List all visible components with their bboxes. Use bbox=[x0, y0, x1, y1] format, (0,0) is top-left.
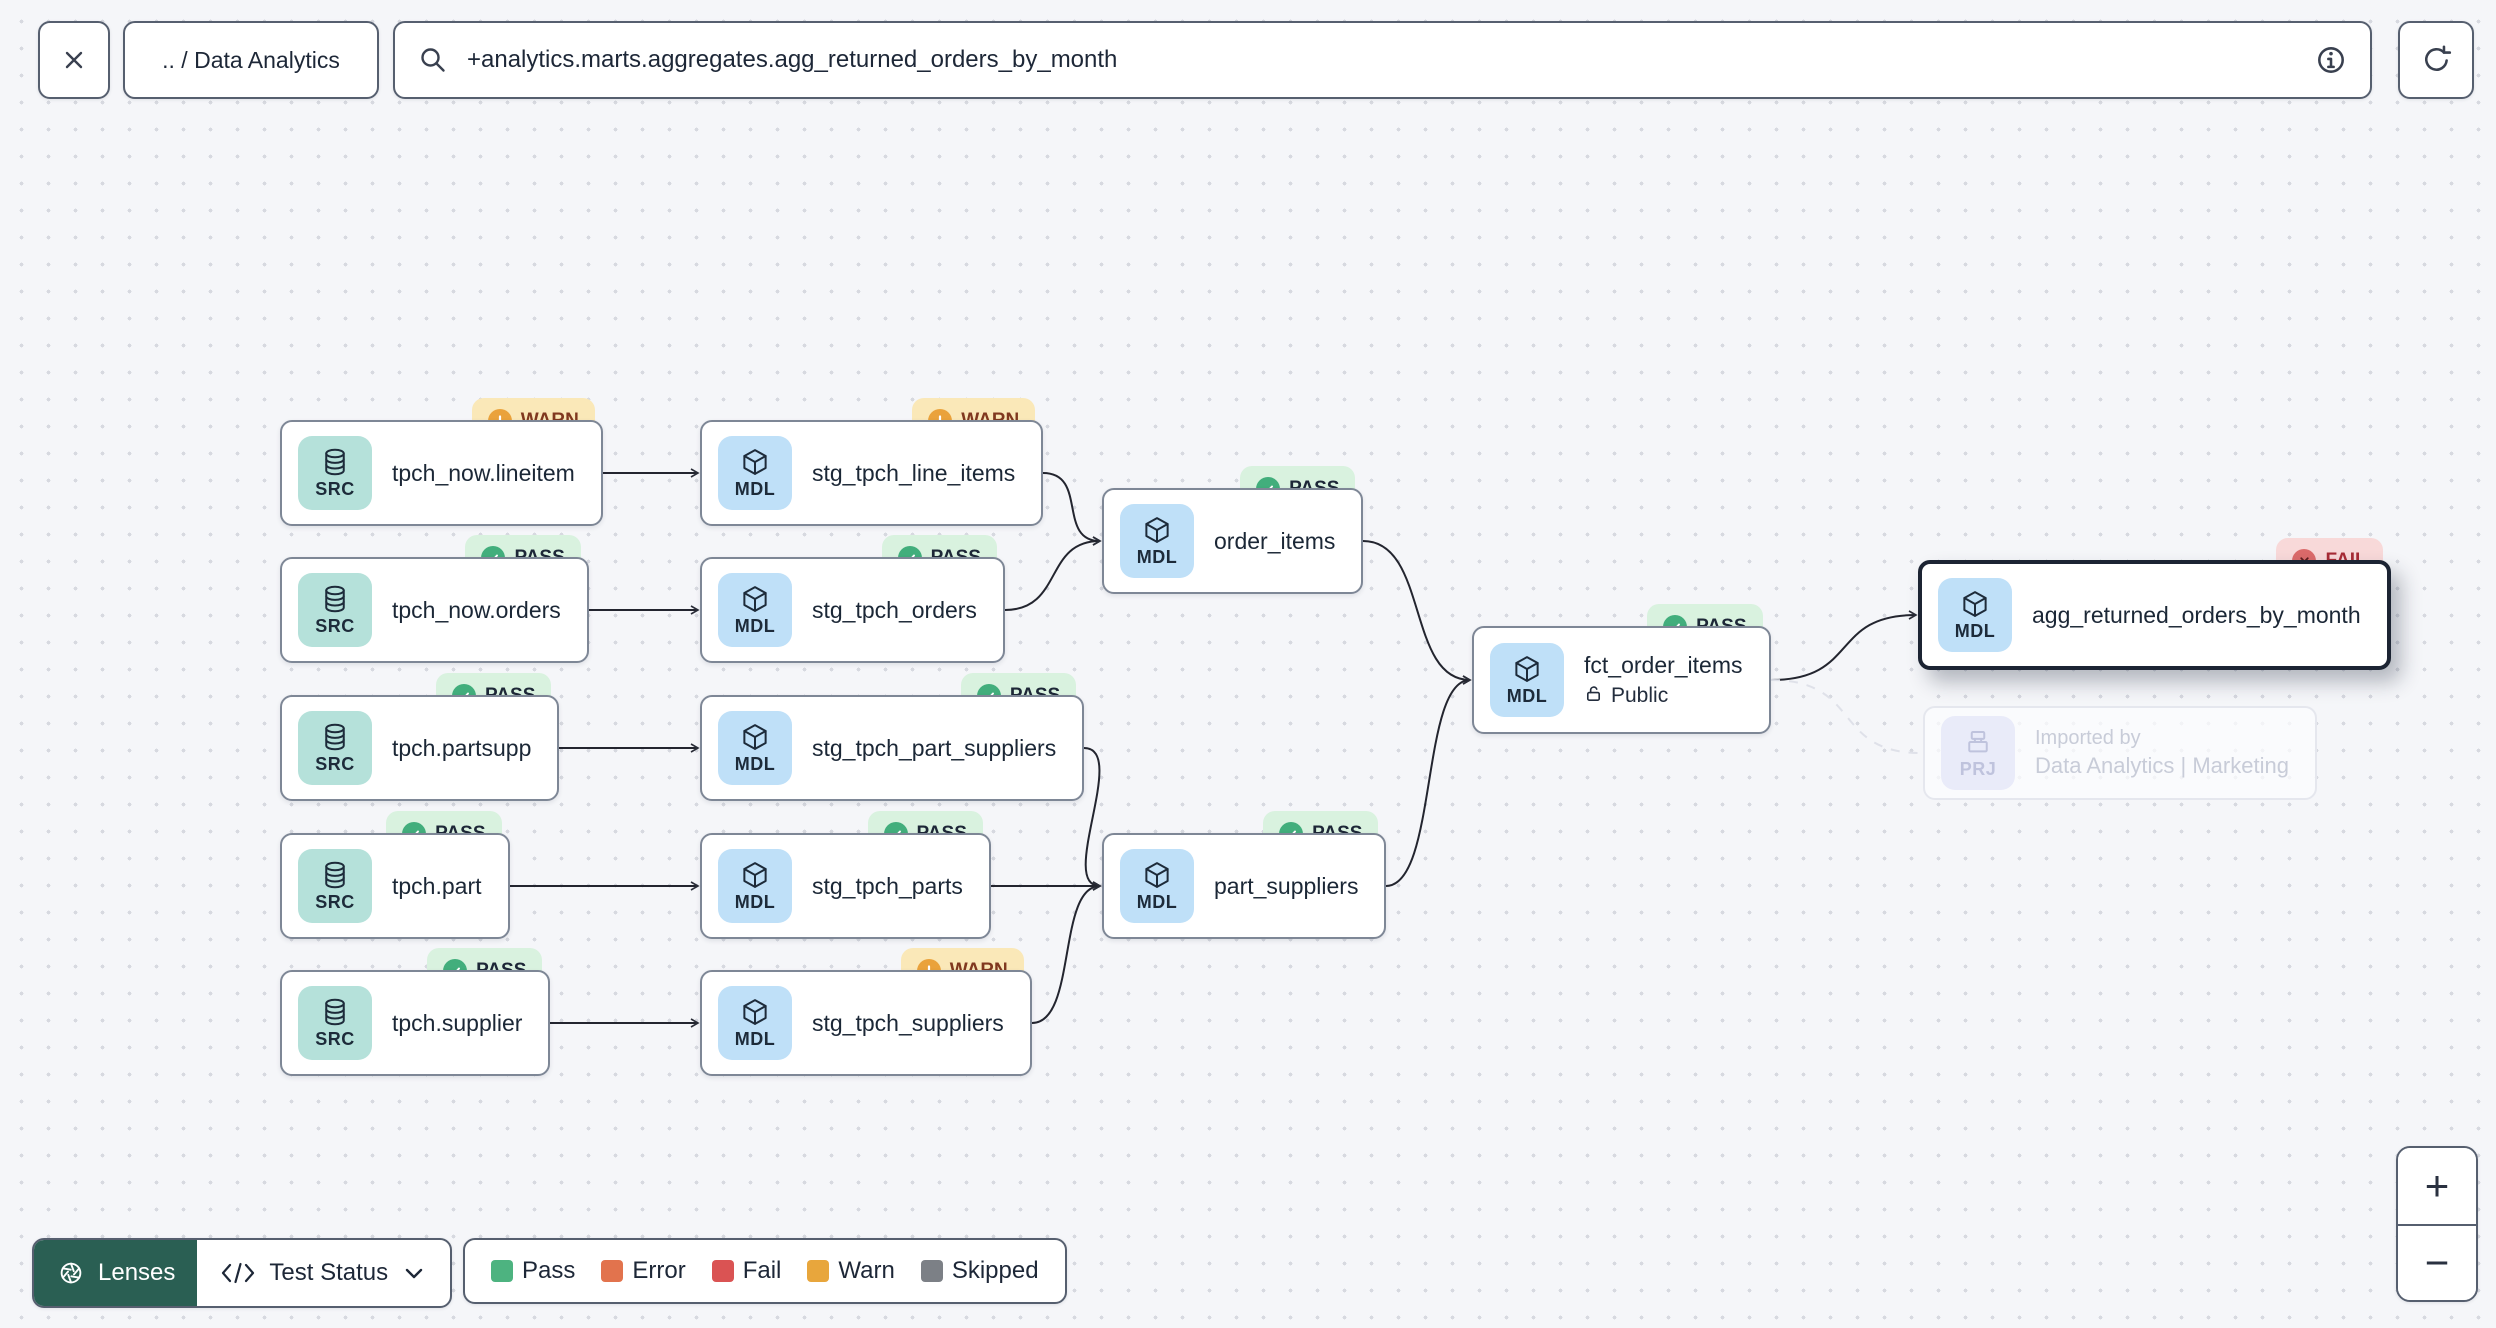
legend-item-skipped: Skipped bbox=[920, 1257, 1039, 1285]
lenses-label: Lenses bbox=[98, 1259, 176, 1286]
cube-icon: MDL bbox=[718, 986, 792, 1060]
database-icon: SRC bbox=[298, 573, 372, 647]
node-stg_tpch_part_suppliers[interactable]: PASSMDLstg_tpch_part_suppliers bbox=[700, 673, 1085, 801]
node-label: stg_tpch_line_items bbox=[812, 459, 1016, 486]
lenses-button[interactable]: Lenses bbox=[34, 1240, 198, 1306]
node-access-label: Public bbox=[1584, 684, 1743, 709]
database-icon: SRC bbox=[298, 711, 372, 785]
breadcrumb-label: .. / Data Analytics bbox=[162, 46, 340, 73]
node-label: part_suppliers bbox=[1214, 872, 1359, 899]
cube-icon: MDL bbox=[718, 436, 792, 510]
legend-label: Pass bbox=[522, 1257, 576, 1284]
node-agg_returned_orders_by_month[interactable]: FAILMDLagg_returned_orders_by_month bbox=[1918, 538, 2391, 670]
node-label: stg_tpch_parts bbox=[812, 872, 963, 899]
edge-order_items-fct_order_items bbox=[1362, 540, 1472, 685]
lens-dropdown[interactable]: Test Status bbox=[197, 1240, 450, 1306]
cube-icon: MDL bbox=[1490, 643, 1564, 717]
ghost-node-caption: Imported by bbox=[2035, 727, 2141, 749]
node-label: fct_order_items bbox=[1584, 651, 1743, 678]
legend-swatch bbox=[711, 1260, 734, 1282]
cube-icon: MDL bbox=[718, 849, 792, 923]
node-label: agg_returned_orders_by_month bbox=[2032, 601, 2361, 628]
refresh-icon bbox=[2425, 45, 2452, 71]
info-icon[interactable] bbox=[2314, 43, 2348, 77]
node-label: stg_tpch_orders bbox=[812, 596, 977, 623]
node-order_items[interactable]: PASSMDLorder_items bbox=[1102, 466, 1364, 594]
node-label: tpch.supplier bbox=[392, 1009, 523, 1036]
cube-icon: MDL bbox=[718, 711, 792, 785]
node-stg_tpch_parts[interactable]: PASSMDLstg_tpch_parts bbox=[700, 811, 991, 939]
edge-stg_tpch_line_items-order_items bbox=[1042, 472, 1102, 546]
cube-icon: MDL bbox=[1938, 578, 2012, 652]
legend-label: Skipped bbox=[951, 1257, 1039, 1284]
cube-icon: MDL bbox=[718, 573, 792, 647]
breadcrumb[interactable]: .. / Data Analytics bbox=[123, 21, 379, 99]
node-label: tpch.part bbox=[392, 872, 482, 899]
search-box[interactable] bbox=[393, 21, 2372, 99]
project-icon: PRJ bbox=[1941, 716, 2015, 790]
test-status-legend: Pass Error Fail Warn Skipped bbox=[463, 1238, 1067, 1304]
code-icon bbox=[222, 1262, 255, 1284]
node-label: tpch.partsupp bbox=[392, 734, 532, 761]
node-label: tpch_now.orders bbox=[392, 596, 561, 623]
node-label: order_items bbox=[1214, 527, 1336, 554]
node-tpch_supplier[interactable]: PASSSRCtpch.supplier bbox=[280, 948, 551, 1076]
node-label: stg_tpch_part_suppliers bbox=[812, 734, 1057, 761]
legend-label: Error bbox=[632, 1257, 686, 1284]
cube-icon: MDL bbox=[1120, 849, 1194, 923]
close-icon bbox=[65, 51, 83, 69]
aperture-icon bbox=[60, 1262, 82, 1284]
node-label: stg_tpch_suppliers bbox=[812, 1009, 1004, 1036]
node-tpch_partsupp[interactable]: PASSSRCtpch.partsupp bbox=[280, 673, 560, 801]
search-icon bbox=[421, 48, 445, 72]
legend-label: Fail bbox=[742, 1257, 782, 1284]
node-part_suppliers[interactable]: PASSMDLpart_suppliers bbox=[1102, 811, 1387, 939]
search-input[interactable] bbox=[465, 45, 2298, 75]
edge-fct_order_items-imported_by bbox=[1770, 679, 1922, 754]
close-button[interactable] bbox=[38, 21, 110, 99]
node-stg_tpch_orders[interactable]: PASSMDLstg_tpch_orders bbox=[700, 535, 1005, 663]
lock-open-icon bbox=[1584, 684, 1603, 709]
node-stg_tpch_line_items[interactable]: WARNMDLstg_tpch_line_items bbox=[700, 398, 1044, 526]
lens-control: Lenses Test Status bbox=[32, 1238, 453, 1308]
edge-stg_tpch_orders-order_items bbox=[1004, 536, 1102, 611]
legend-item-warn: Warn bbox=[807, 1257, 895, 1285]
node-tpch_now_lineitem[interactable]: WARNSRCtpch_now.lineitem bbox=[280, 398, 603, 526]
legend-item-fail: Fail bbox=[711, 1257, 782, 1285]
edge-fct_order_items-agg_returned_orders_by_month bbox=[1770, 610, 1918, 681]
legend-item-error: Error bbox=[601, 1257, 686, 1285]
edge-part_suppliers-fct_order_items bbox=[1385, 675, 1472, 887]
node-tpch_part[interactable]: PASSSRCtpch.part bbox=[280, 811, 510, 939]
legend-swatch bbox=[491, 1260, 513, 1282]
refresh-button[interactable] bbox=[2398, 21, 2474, 99]
database-icon: SRC bbox=[298, 986, 372, 1060]
ghost-node-label: Data Analytics | Marketing bbox=[2035, 753, 2289, 778]
node-label: tpch_now.lineitem bbox=[392, 459, 575, 486]
node-imported_by: PRJ Imported by Data Analytics | Marketing bbox=[1923, 706, 2317, 800]
database-icon: SRC bbox=[298, 436, 372, 510]
legend-swatch bbox=[601, 1260, 624, 1282]
zoom-out-button[interactable]: − bbox=[2398, 1224, 2476, 1300]
node-tpch_now_orders[interactable]: PASSSRCtpch_now.orders bbox=[280, 535, 589, 663]
chevron-down-icon bbox=[405, 1268, 423, 1279]
legend-swatch bbox=[920, 1260, 943, 1282]
edge-stg_tpch_part_suppliers-part_suppliers bbox=[1083, 747, 1102, 891]
legend-swatch bbox=[807, 1260, 830, 1282]
lens-dropdown-label: Test Status bbox=[269, 1259, 389, 1286]
legend-item-pass: Pass bbox=[491, 1257, 575, 1285]
zoom-in-button[interactable]: + bbox=[2398, 1148, 2476, 1224]
legend-label: Warn bbox=[838, 1257, 895, 1284]
zoom-control: + − bbox=[2396, 1146, 2478, 1302]
cube-icon: MDL bbox=[1120, 504, 1194, 578]
edge-stg_tpch_suppliers-part_suppliers bbox=[1031, 881, 1102, 1024]
database-icon: SRC bbox=[298, 849, 372, 923]
node-stg_tpch_suppliers[interactable]: WARNMDLstg_tpch_suppliers bbox=[700, 948, 1032, 1076]
